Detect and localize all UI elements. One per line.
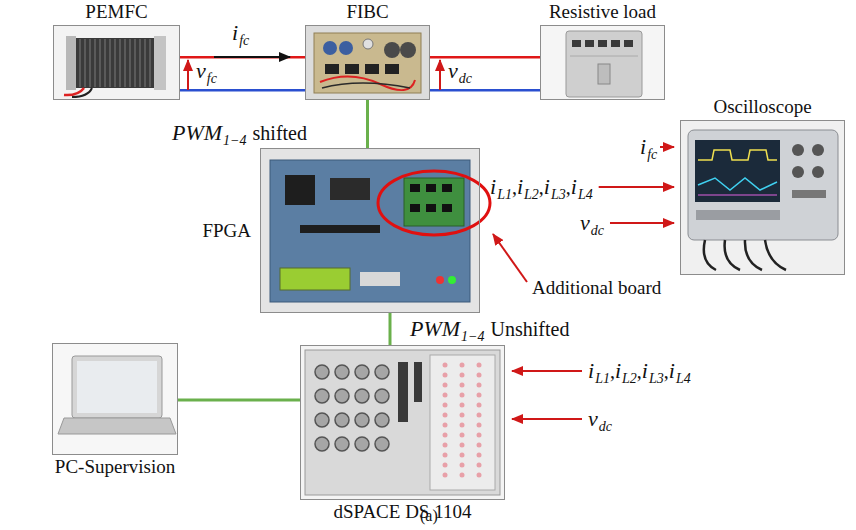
label-text: , [664, 360, 669, 382]
label-text: v [580, 210, 590, 235]
label-text: i [615, 358, 621, 383]
label-text: shifted [253, 122, 307, 144]
dspace-box: dSPACE DS 1104 [300, 345, 505, 500]
label-text: i [517, 174, 523, 199]
label-text: v [448, 58, 458, 83]
fuel-cell-box: PEMFC [53, 25, 180, 100]
label-text: i [544, 174, 550, 199]
subscript: dc [599, 419, 612, 434]
label-text: , [610, 360, 615, 382]
signal-arrow [610, 222, 674, 224]
voltage-symbol: vfc [196, 60, 217, 82]
signal-connection [390, 313, 391, 345]
node-heading: FPGA [202, 221, 251, 242]
subscript: fc [239, 33, 249, 48]
node-heading: Resistive load [549, 2, 656, 23]
subscript: L1 [497, 187, 512, 202]
highlight-ellipse [378, 171, 490, 235]
label-text: v [196, 58, 206, 83]
node-heading: PEMFC [85, 2, 147, 23]
label-text: , [512, 176, 517, 198]
subscript: dc [459, 71, 472, 86]
pc-box: PC-Supervision [52, 343, 178, 455]
subscript: 1−4 [223, 133, 246, 148]
signal-name: vdc [580, 212, 604, 234]
voltage-symbol: vdc [448, 60, 472, 82]
power-connection [430, 57, 540, 90]
label-text: i [490, 174, 496, 199]
label-text: i [571, 174, 577, 199]
wire [430, 56, 540, 59]
subscript: L3 [649, 371, 664, 386]
callout-label: Additional board [532, 278, 661, 297]
callout-arrow [493, 234, 527, 282]
power-connection [180, 57, 305, 90]
fuel-cell-photo [53, 25, 180, 100]
oscilloscope-box: Oscilloscope [680, 120, 845, 275]
signal-name: ifc [640, 136, 657, 158]
signal-name: vdc [588, 408, 612, 430]
dspace-photo [300, 345, 505, 500]
converter-box: FIBC [305, 25, 430, 100]
signal-arrow [512, 418, 582, 420]
node-heading: dSPACE DS 1104 [334, 502, 472, 523]
voltage-arrow [439, 60, 441, 90]
signal-connection [178, 400, 300, 401]
fpga-box: FPGA [260, 148, 480, 313]
subscript: fc [647, 147, 657, 162]
signal-name: PWM1−4Unshifted [410, 318, 569, 340]
subscript: dc [591, 223, 604, 238]
laptop-photo [52, 343, 178, 455]
subscript: L3 [551, 187, 566, 202]
subscript: L1 [595, 371, 610, 386]
node-heading: Oscilloscope [713, 97, 811, 118]
label-text: i [640, 134, 646, 159]
wire [178, 399, 300, 402]
label-text: i [642, 358, 648, 383]
current-symbol: ifc [232, 22, 249, 44]
oscilloscope-photo [680, 120, 845, 275]
signal-name: PWM1−4shifted [172, 122, 307, 144]
wire [430, 89, 540, 92]
subscript: L4 [676, 371, 691, 386]
subscript: 1−4 [461, 329, 484, 344]
label-text: i [232, 20, 238, 45]
converter-photo [305, 25, 430, 100]
current-arrow [214, 56, 290, 58]
figure-caption: (a) [420, 507, 438, 525]
signal-arrow [660, 146, 674, 148]
signal-arrow [599, 186, 674, 188]
subscript: L2 [524, 187, 539, 202]
label-text: , [539, 176, 544, 198]
load-photo [540, 25, 665, 100]
label-text: v [588, 406, 598, 431]
label-text: , [566, 176, 571, 198]
label-text: i [669, 358, 675, 383]
label-text: i [588, 358, 594, 383]
signal-name: iL1,iL2,iL3,iL4 [490, 176, 593, 198]
label-text: , [637, 360, 642, 382]
voltage-arrow [187, 60, 189, 90]
node-heading: FIBC [346, 2, 388, 23]
label-text: PWM [172, 120, 222, 145]
node-heading: PC-Supervision [55, 457, 175, 478]
subscript: L4 [578, 187, 593, 202]
label-text: Unshifted [491, 318, 570, 340]
signal-name: iL1,iL2,iL3,iL4 [588, 360, 691, 382]
signal-connection [367, 100, 368, 148]
subscript: L2 [622, 371, 637, 386]
signal-arrow [512, 370, 582, 372]
wire [366, 100, 369, 148]
wire [389, 313, 392, 345]
load-box: Resistive load [540, 25, 665, 100]
subscript: fc [207, 71, 217, 86]
label-text: PWM [410, 316, 460, 341]
wire [180, 89, 305, 92]
label-text: Additional board [532, 277, 661, 298]
